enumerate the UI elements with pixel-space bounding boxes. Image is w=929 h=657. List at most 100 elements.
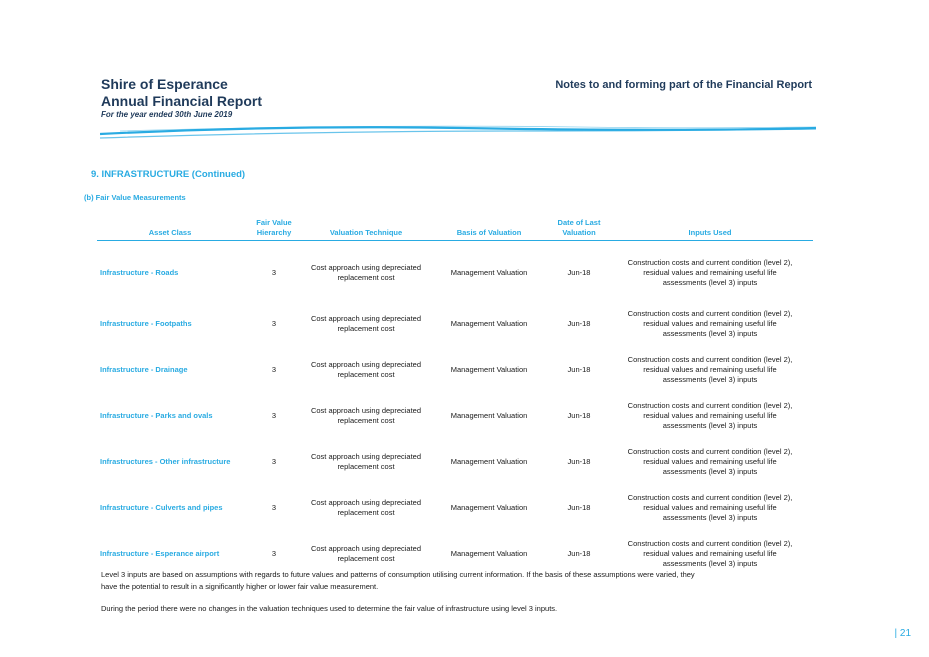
- technique-line2: replacement cost: [337, 416, 395, 425]
- hierarchy-cell: 3: [271, 457, 277, 466]
- hierarchy-cell: 3: [271, 549, 277, 558]
- table-row: Infrastructure - Roads 3 Cost approach u…: [97, 241, 813, 302]
- date-cell: Jun-18: [567, 319, 591, 328]
- asset-class-cell: Infrastructures - Other infrastructure: [100, 457, 231, 466]
- date-cell: Jun-18: [567, 268, 591, 277]
- asset-class-cell: Infrastructure - Culverts and pipes: [100, 503, 223, 512]
- basis-cell: Management Valuation: [450, 365, 528, 374]
- hierarchy-cell: 3: [271, 503, 277, 512]
- inputs-line1: Construction costs and current condition…: [627, 309, 793, 318]
- technique-line2: replacement cost: [337, 462, 395, 471]
- inputs-line3: assessments (level 3) inputs: [662, 329, 758, 338]
- hierarchy-cell: 3: [271, 365, 277, 374]
- technique-line2: replacement cost: [337, 508, 395, 517]
- inputs-line1: Construction costs and current condition…: [627, 258, 793, 267]
- header-wave-divider: [100, 125, 817, 139]
- technique-line1: Cost approach using depreciated: [310, 452, 422, 461]
- report-title: Annual Financial Report: [101, 93, 263, 109]
- inputs-line1: Construction costs and current condition…: [627, 401, 793, 410]
- header-basis-of-valuation: Basis of Valuation: [427, 218, 551, 241]
- valuation-technique-note: During the period there were no changes …: [101, 604, 558, 613]
- table-row: Infrastructure - Culverts and pipes 3 Co…: [97, 485, 813, 531]
- section-subtitle: (b) Fair Value Measurements: [84, 193, 186, 202]
- date-cell: Jun-18: [567, 503, 591, 512]
- technique-line2: replacement cost: [337, 324, 395, 333]
- asset-class-cell: Infrastructure - Drainage: [100, 365, 188, 374]
- table-row: Infrastructure - Drainage 3 Cost approac…: [97, 347, 813, 393]
- header-asset-class: Asset Class: [97, 218, 243, 241]
- inputs-line2: residual values and remaining useful lif…: [643, 319, 777, 328]
- inputs-line3: assessments (level 3) inputs: [662, 467, 758, 476]
- hierarchy-cell: 3: [271, 268, 277, 277]
- inputs-line1: Construction costs and current condition…: [627, 447, 793, 456]
- level3-inputs-note: Level 3 inputs are based on assumptions …: [101, 569, 741, 592]
- inputs-line3: assessments (level 3) inputs: [662, 278, 758, 287]
- asset-class-cell: Infrastructure - Footpaths: [100, 319, 192, 328]
- inputs-cell: Construction costs and current condition…: [607, 241, 813, 302]
- date-cell: Jun-18: [567, 411, 591, 420]
- asset-class-cell: Infrastructure - Esperance airport: [100, 549, 220, 558]
- notes-heading: Notes to and forming part of the Financi…: [555, 79, 812, 91]
- date-cell: Jun-18: [567, 457, 591, 466]
- note-line1: Level 3 inputs are based on assumptions …: [101, 570, 695, 579]
- technique-line1: Cost approach using depreciated: [310, 263, 422, 272]
- basis-cell: Management Valuation: [450, 319, 528, 328]
- organisation-name: Shire of Esperance: [101, 76, 228, 92]
- inputs-cell: Construction costs and current condition…: [607, 347, 813, 393]
- date-cell: Jun-18: [567, 365, 591, 374]
- date-cell: Jun-18: [567, 549, 591, 558]
- technique-line1: Cost approach using depreciated: [310, 544, 422, 553]
- inputs-cell: Construction costs and current condition…: [607, 301, 813, 347]
- note-line2: have the potential to result in a signif…: [101, 581, 379, 591]
- inputs-cell: Construction costs and current condition…: [607, 439, 813, 485]
- table-row: Infrastructure - Parks and ovals 3 Cost …: [97, 393, 813, 439]
- table-row: Infrastructure - Footpaths 3 Cost approa…: [97, 301, 813, 347]
- technique-line1: Cost approach using depreciated: [310, 360, 422, 369]
- table-row: Infrastructures - Other infrastructure 3…: [97, 439, 813, 485]
- page-number: | 21: [894, 628, 912, 639]
- header-hierarchy-line2: Hierarchy: [256, 228, 292, 237]
- header-valuation-technique: Valuation Technique: [305, 218, 427, 241]
- inputs-line2: residual values and remaining useful lif…: [643, 549, 777, 558]
- inputs-line3: assessments (level 3) inputs: [662, 421, 758, 430]
- inputs-line1: Construction costs and current condition…: [627, 355, 793, 364]
- inputs-line3: assessments (level 3) inputs: [662, 375, 758, 384]
- technique-line1: Cost approach using depreciated: [310, 406, 422, 415]
- header-date-line2: Valuation: [562, 228, 596, 237]
- report-period: For the year ended 30th June 2019: [101, 110, 233, 119]
- inputs-line2: residual values and remaining useful lif…: [643, 457, 777, 466]
- inputs-line2: residual values and remaining useful lif…: [643, 365, 777, 374]
- inputs-line3: assessments (level 3) inputs: [662, 513, 758, 522]
- table-row: Infrastructure - Esperance airport 3 Cos…: [97, 531, 813, 577]
- inputs-line2: residual values and remaining useful lif…: [643, 503, 777, 512]
- inputs-cell: Construction costs and current condition…: [607, 531, 813, 577]
- inputs-line1: Construction costs and current condition…: [627, 493, 793, 502]
- inputs-cell: Construction costs and current condition…: [607, 485, 813, 531]
- basis-cell: Management Valuation: [450, 503, 528, 512]
- technique-line1: Cost approach using depreciated: [310, 314, 422, 323]
- header-date-line1: Date of Last: [557, 218, 601, 227]
- technique-line2: replacement cost: [337, 273, 395, 282]
- technique-line1: Cost approach using depreciated: [310, 498, 422, 507]
- hierarchy-cell: 3: [271, 411, 277, 420]
- technique-line2: replacement cost: [337, 554, 395, 563]
- header-hierarchy-line1: Fair Value: [256, 218, 292, 227]
- inputs-line3: assessments (level 3) inputs: [662, 559, 758, 568]
- hierarchy-cell: 3: [271, 319, 277, 328]
- technique-line2: replacement cost: [337, 370, 395, 379]
- basis-cell: Management Valuation: [450, 268, 528, 277]
- inputs-cell: Construction costs and current condition…: [607, 393, 813, 439]
- basis-cell: Management Valuation: [450, 549, 528, 558]
- asset-class-cell: Infrastructure - Parks and ovals: [100, 411, 213, 420]
- section-title: 9. INFRASTRUCTURE (Continued): [91, 169, 246, 180]
- asset-class-cell: Infrastructure - Roads: [100, 268, 179, 277]
